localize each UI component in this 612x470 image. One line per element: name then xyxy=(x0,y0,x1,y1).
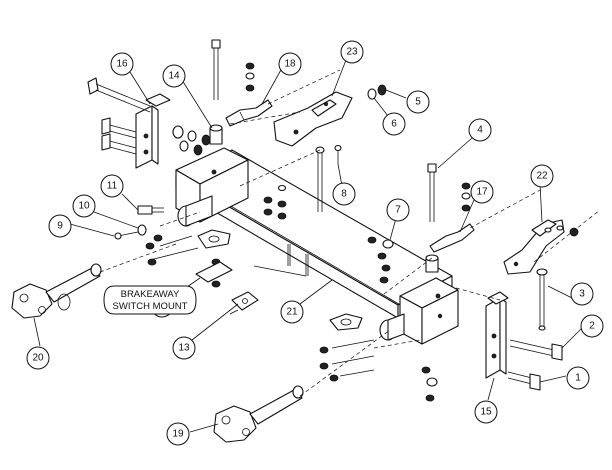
svg-text:1: 1 xyxy=(575,373,581,384)
callout-21: 21 xyxy=(280,300,304,324)
svg-text:21: 21 xyxy=(286,307,298,318)
alignment-lines xyxy=(99,69,601,397)
svg-text:5: 5 xyxy=(415,97,421,108)
washer-10 xyxy=(137,224,147,236)
callout-23: 23 xyxy=(340,40,364,64)
callout-5: 5 xyxy=(406,90,430,114)
bracket-23 xyxy=(273,91,353,147)
bolt-2 xyxy=(509,339,563,361)
chain-tab-right xyxy=(329,313,363,331)
breakaway-note: BRAKEAWAY SWITCH MOUNT xyxy=(103,285,197,315)
svg-text:8: 8 xyxy=(341,189,347,200)
svg-text:19: 19 xyxy=(172,429,184,440)
wiring-rods xyxy=(253,244,309,277)
callout-6: 6 xyxy=(382,112,406,136)
svg-text:3: 3 xyxy=(579,289,585,300)
top-nuts xyxy=(245,62,255,92)
left-washers-nuts xyxy=(172,125,211,156)
bracket-22 xyxy=(503,219,579,275)
left-bolts-short xyxy=(101,117,137,155)
svg-text:16: 16 xyxy=(116,59,128,70)
middle-nut-cluster xyxy=(263,184,287,220)
bolt-3 xyxy=(536,268,548,331)
svg-text:6: 6 xyxy=(391,119,397,130)
callout-19: 19 xyxy=(166,422,190,446)
callout-17: 17 xyxy=(470,180,494,204)
svg-text:23: 23 xyxy=(346,47,358,58)
top-vertical-bolt xyxy=(211,39,221,100)
pin-9 xyxy=(114,231,139,240)
callout-1: 1 xyxy=(566,366,590,390)
svg-text:14: 14 xyxy=(168,71,180,82)
right-lower-fasteners xyxy=(319,339,438,402)
svg-text:22: 22 xyxy=(536,171,548,182)
svg-text:17: 17 xyxy=(476,187,488,198)
hitch-arm-20 xyxy=(11,263,102,319)
callout-10: 10 xyxy=(72,194,96,218)
left-side-plate xyxy=(135,93,171,169)
nut-washer-5-6 xyxy=(367,84,387,100)
callout-3: 3 xyxy=(570,282,594,306)
svg-text:7: 7 xyxy=(395,205,401,216)
svg-text:9: 9 xyxy=(57,221,63,232)
callout-8: 8 xyxy=(332,182,356,206)
callout-2: 2 xyxy=(580,314,604,338)
svg-text:2: 2 xyxy=(589,321,595,332)
note-line-2: SWITCH MOUNT xyxy=(113,301,188,312)
pin-11 xyxy=(137,205,164,215)
callout-4: 4 xyxy=(468,118,492,142)
callout-9: 9 xyxy=(48,214,72,238)
bolt-1 xyxy=(507,371,541,391)
svg-text:10: 10 xyxy=(78,201,90,212)
callout-11: 11 xyxy=(100,174,124,198)
svg-text:4: 4 xyxy=(477,125,483,136)
spacer-14 xyxy=(209,124,223,145)
breakaway-bracket-12 xyxy=(195,261,233,283)
switch-mount-13 xyxy=(229,291,259,315)
callout-22: 22 xyxy=(530,164,554,188)
left-tube xyxy=(177,195,213,227)
callout-20: 20 xyxy=(26,346,50,370)
callout-14: 14 xyxy=(162,64,186,88)
chain-tab-left xyxy=(197,229,231,249)
bracket-17 xyxy=(429,182,475,253)
callout-16: 16 xyxy=(110,52,134,76)
right-end-box xyxy=(399,277,459,345)
right-side-plate xyxy=(485,291,509,379)
svg-text:11: 11 xyxy=(107,181,118,192)
callout-18: 18 xyxy=(278,52,302,76)
note-line-1: BRAKEAWAY xyxy=(121,289,180,300)
nut-washer-7 xyxy=(367,236,394,284)
svg-text:13: 13 xyxy=(178,343,190,354)
callout-15: 15 xyxy=(474,400,498,424)
callout-13: 13 xyxy=(172,336,196,360)
bracket-18 xyxy=(225,99,273,127)
svg-text:18: 18 xyxy=(284,59,296,70)
svg-text:15: 15 xyxy=(480,407,492,418)
svg-text:20: 20 xyxy=(32,353,44,364)
hitch-arm-19 xyxy=(213,385,304,443)
callout-7: 7 xyxy=(386,198,410,222)
left-long-bolt xyxy=(87,77,151,113)
right-tube xyxy=(379,313,405,341)
bolt-4 xyxy=(425,163,439,273)
